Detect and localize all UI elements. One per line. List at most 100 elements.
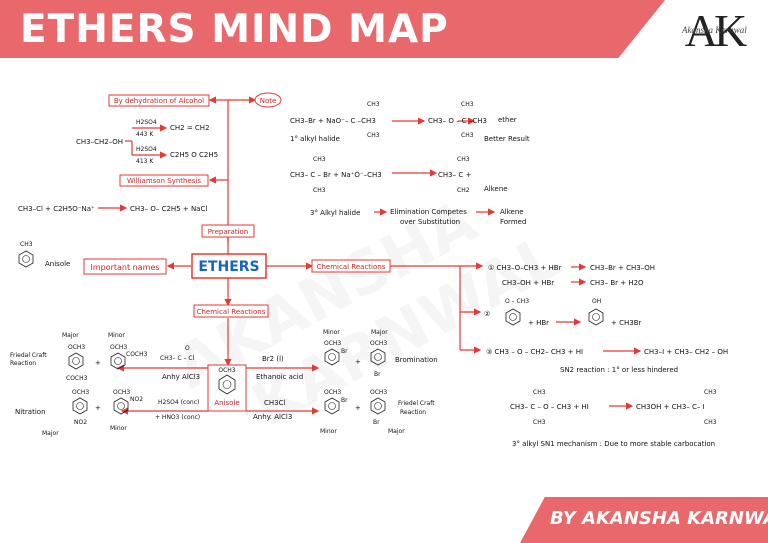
svg-text:Anisole: Anisole	[45, 260, 70, 268]
box-important-names: Important names	[83, 258, 167, 275]
svg-text:CH3: CH3	[367, 132, 380, 139]
box-preparation: Preparation	[201, 224, 255, 238]
svg-text:By dehydration of Alcohol: By dehydration of Alcohol	[114, 97, 204, 105]
svg-text:Minor: Minor	[108, 332, 125, 339]
svg-text:COCH3: COCH3	[126, 351, 148, 358]
reaction-friedel-craft-alkylation: CH3Cl Anhy. AlCl3 OCH3 Br + OCH3 Br Frie…	[253, 389, 435, 435]
reaction-hi-2: CH3 CH3– C – O – CH3 + HI CH3 CH3 CH3OH …	[510, 389, 717, 448]
svg-text:Elimination Competes: Elimination Competes	[390, 208, 467, 216]
page-title: ETHERS MIND MAP	[20, 7, 449, 52]
svg-text:③ CH3 – O – CH2– CH3 + HI: ③ CH3 – O – CH2– CH3 + HI	[486, 348, 583, 356]
svg-text:H2SO4: H2SO4	[136, 146, 157, 153]
svg-text:OCH3: OCH3	[370, 340, 387, 347]
reaction-friedel-craft-acylation: Major Minor OCH3 COCH3 + OCH3 COCH3 Frie…	[10, 332, 200, 382]
svg-text:CH3Cl: CH3Cl	[264, 399, 285, 407]
svg-text:OCH3: OCH3	[72, 389, 89, 396]
reaction-nitration: H2SO4 (conc) + HNO3 (conc) Nitration OCH…	[15, 389, 200, 437]
svg-text:SN2 reaction : 1° or less hind: SN2 reaction : 1° or less hindered	[560, 366, 678, 374]
svg-text:Br2 (l): Br2 (l)	[262, 355, 284, 363]
logo: AK Akansha Karnwal	[678, 5, 750, 56]
important-anisole: CH3 Anisole	[18, 241, 70, 268]
svg-text:3° alkyl SN1 mechanism : Due t: 3° alkyl SN1 mechanism : Due to more sta…	[512, 440, 715, 448]
svg-text:Br: Br	[374, 371, 381, 378]
svg-text:CH3: CH3	[313, 156, 326, 163]
svg-text:ETHERS: ETHERS	[198, 259, 259, 275]
svg-text:+: +	[95, 404, 101, 412]
svg-text:OCH3: OCH3	[110, 344, 127, 351]
svg-text:CH3–Cl + C2H5O⁻Na⁺: CH3–Cl + C2H5O⁻Na⁺	[18, 205, 95, 213]
svg-text:1° alkyl halide: 1° alkyl halide	[290, 135, 340, 143]
svg-text:ether: ether	[498, 116, 517, 124]
svg-text:+: +	[355, 358, 361, 366]
note-equation-1: CH3 CH3–Br + NaO⁻– C –CH3 CH3 CH3 CH3– O…	[290, 101, 530, 143]
svg-text:Anisole: Anisole	[214, 399, 239, 407]
svg-text:Reaction: Reaction	[400, 409, 426, 416]
svg-text:CH3– O – C –CH3: CH3– O – C –CH3	[428, 117, 487, 125]
svg-text:CH3–Br + CH3–OH: CH3–Br + CH3–OH	[590, 264, 655, 272]
box-note: Note	[254, 92, 282, 108]
svg-text:Major: Major	[388, 428, 405, 435]
svg-text:+: +	[95, 359, 101, 367]
svg-text:Chemical Reactions: Chemical Reactions	[197, 308, 266, 316]
svg-text:Ethanoic acid: Ethanoic acid	[256, 373, 303, 381]
svg-text:① CH3–O–CH3 + HBr: ① CH3–O–CH3 + HBr	[488, 264, 562, 272]
svg-text:O: O	[185, 345, 190, 352]
svg-text:Major: Major	[62, 332, 79, 339]
svg-text:OH: OH	[592, 298, 601, 305]
svg-text:CH3: CH3	[533, 419, 546, 426]
svg-text:OCH3: OCH3	[324, 389, 341, 396]
reaction-bromination: Br2 (l) Ethanoic acid Minor Major OCH3 B…	[256, 329, 438, 381]
svg-text:CH3: CH3	[367, 101, 380, 108]
svg-text:Friedal Craft: Friedal Craft	[10, 352, 47, 359]
svg-text:CH3: CH3	[461, 101, 474, 108]
logo-letters: AK	[684, 5, 747, 56]
svg-text:CH3: CH3	[457, 156, 470, 163]
svg-text:CH3–OH + HBr: CH3–OH + HBr	[502, 279, 554, 287]
svg-text:Williamson Synthesis: Williamson Synthesis	[127, 177, 201, 185]
svg-text:+: +	[355, 404, 361, 412]
svg-text:Note: Note	[260, 97, 277, 105]
box-anisole: OCH3 Anisole	[207, 364, 247, 412]
box-dehydration: By dehydration of Alcohol	[108, 94, 210, 107]
svg-text:CH3: CH3	[533, 389, 546, 396]
svg-text:COCH3: COCH3	[66, 375, 88, 382]
svg-text:NO2: NO2	[130, 396, 143, 403]
svg-text:CH3: CH3	[704, 389, 717, 396]
note-equation-2: CH3 CH3– C – Br + Na⁺O⁻–CH3 CH3 CH3 CH3–…	[290, 156, 526, 226]
svg-text:443 K: 443 K	[136, 131, 154, 138]
svg-text:Br: Br	[341, 348, 348, 355]
svg-text:CH2: CH2	[457, 187, 470, 194]
author-credit: BY AKANSHA KARNWAL	[550, 508, 768, 529]
svg-text:Anhy. AlCl3: Anhy. AlCl3	[253, 413, 292, 421]
svg-text:Preparation: Preparation	[208, 228, 248, 236]
svg-text:CH3– C +: CH3– C +	[438, 171, 471, 179]
svg-text:CH3– C – Br + Na⁺O⁻–CH3: CH3– C – Br + Na⁺O⁻–CH3	[290, 171, 382, 179]
svg-text:413 K: 413 K	[136, 158, 154, 165]
svg-text:CH3– O– C2H5 + NaCl: CH3– O– C2H5 + NaCl	[130, 205, 207, 213]
svg-text:H2SO4: H2SO4	[136, 119, 157, 126]
svg-text:Br: Br	[341, 397, 348, 404]
logo-signature: Akansha Karnwal	[682, 25, 747, 35]
reaction-hbr-anisole: ② O – CH3 + HBr OH + CH3Br	[484, 298, 641, 327]
svg-text:Major: Major	[371, 329, 388, 336]
svg-text:NO2: NO2	[74, 419, 87, 426]
preparation-dehydration: CH3–CH2–OH H2SO4 443 K CH2 = CH2 H2SO4 4…	[76, 119, 218, 165]
svg-text:Major: Major	[42, 430, 59, 437]
reaction-hi-1: ③ CH3 – O – CH2– CH3 + HI CH3–I + CH3– C…	[486, 348, 728, 374]
svg-text:CH3OH + CH3– C– I: CH3OH + CH3– C– I	[636, 403, 705, 411]
svg-text:+ HNO3 (conc): + HNO3 (conc)	[155, 414, 200, 421]
svg-text:+ CH3Br: + CH3Br	[611, 319, 641, 327]
svg-text:CH3– C – Cl: CH3– C – Cl	[160, 355, 195, 362]
svg-text:CH3: CH3	[704, 419, 717, 426]
svg-text:OCH3: OCH3	[324, 340, 341, 347]
svg-text:Br: Br	[373, 419, 380, 426]
svg-text:CH3–CH2–OH: CH3–CH2–OH	[76, 138, 123, 146]
svg-text:Anhy AlCl3: Anhy AlCl3	[162, 373, 200, 381]
svg-text:Friedel Craft: Friedel Craft	[398, 400, 435, 407]
svg-text:Chemical Reactions: Chemical Reactions	[317, 263, 386, 271]
svg-text:Alkene: Alkene	[484, 185, 508, 193]
svg-text:CH3–Br + NaO⁻– C –CH3: CH3–Br + NaO⁻– C –CH3	[290, 117, 376, 125]
box-ethers: ETHERS	[191, 253, 267, 279]
svg-text:OCH3: OCH3	[113, 389, 130, 396]
svg-text:Important names: Important names	[90, 263, 159, 272]
